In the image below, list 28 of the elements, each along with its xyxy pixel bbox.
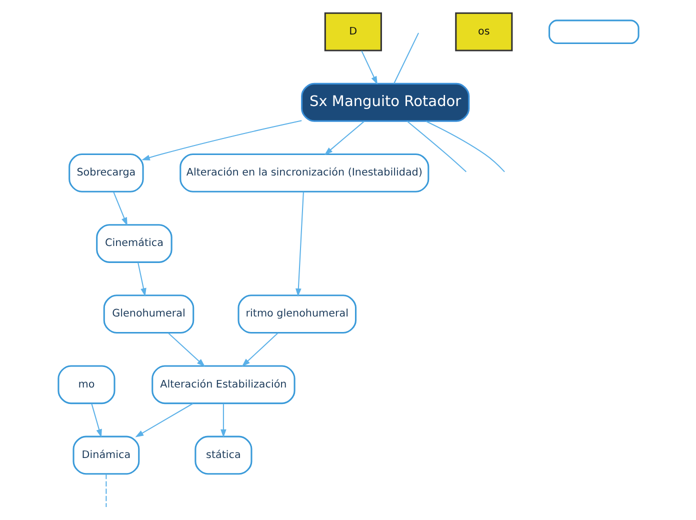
arrow bbox=[295, 191, 304, 296]
connector bbox=[393, 32, 418, 84]
node-box: os bbox=[454, 12, 512, 51]
arrow bbox=[90, 403, 102, 438]
arrow bbox=[220, 403, 226, 438]
node-box: Alteración en la sincronización (Inestabilidad) bbox=[179, 153, 429, 192]
node-box: stática bbox=[194, 435, 252, 474]
arrow bbox=[168, 332, 205, 366]
node-box: Sx Manguito Rotador bbox=[300, 82, 470, 122]
node-box: D bbox=[324, 12, 382, 51]
node-box: Alteración Estabilización bbox=[151, 364, 295, 404]
connector bbox=[425, 120, 504, 172]
connector bbox=[105, 474, 106, 507]
node-box: ritmo glenohumeral bbox=[237, 294, 356, 334]
arrow bbox=[324, 120, 364, 155]
arrow bbox=[134, 402, 193, 437]
node-box bbox=[548, 19, 639, 44]
connector bbox=[406, 120, 466, 172]
node-box: Cinemática bbox=[96, 224, 172, 262]
arrow bbox=[137, 262, 146, 296]
node-box: Dinámica bbox=[72, 435, 140, 474]
node-box: Glenohumeral bbox=[102, 294, 194, 334]
arrow bbox=[360, 50, 377, 84]
node-box: Sobrecarga bbox=[68, 153, 144, 192]
node-box: mo bbox=[57, 364, 115, 404]
arrow bbox=[112, 191, 127, 226]
arrow bbox=[241, 332, 278, 366]
arrow bbox=[141, 120, 302, 160]
